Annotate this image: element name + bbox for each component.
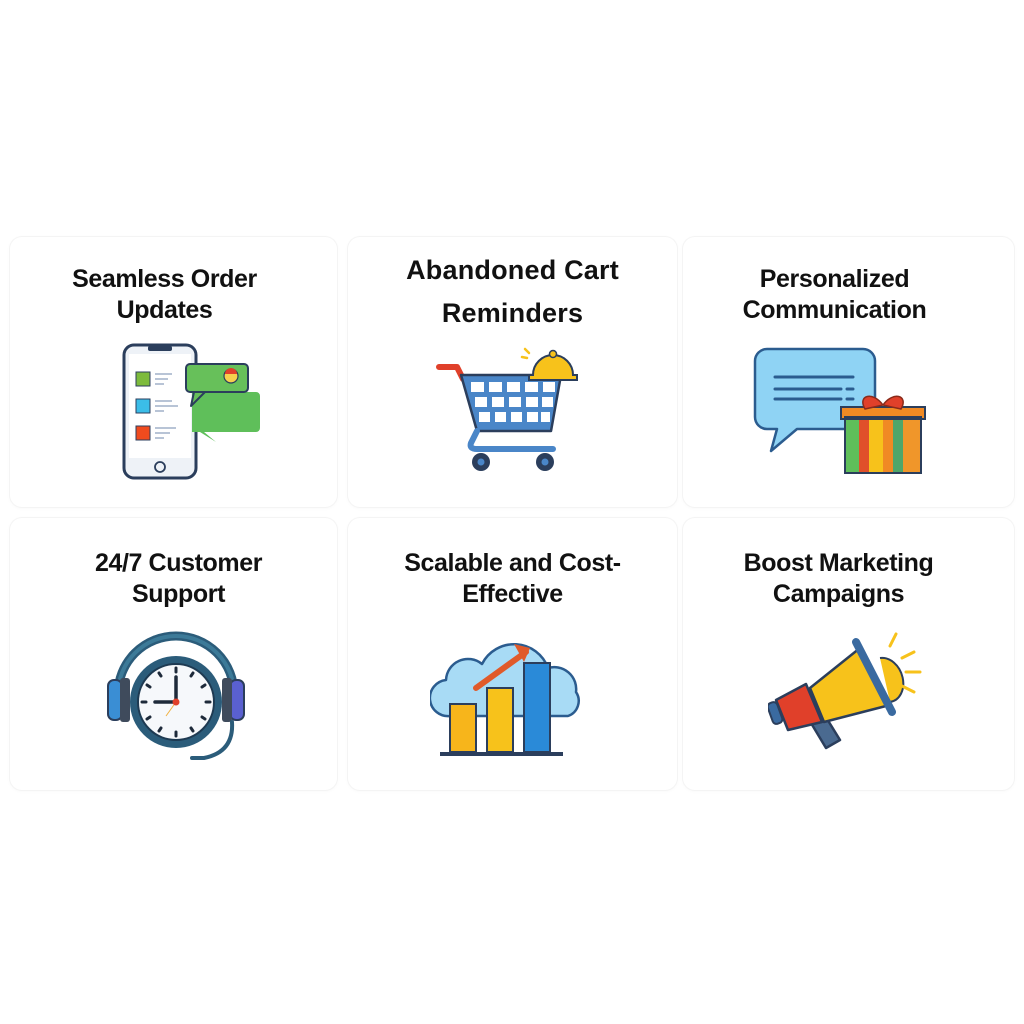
feature-card-seamless-order-updates: Seamless Order Updates	[10, 237, 337, 507]
feature-title: Abandoned Cart Reminders	[406, 255, 619, 328]
shopping-cart-bell-icon	[433, 335, 583, 483]
feature-title: Scalable and Cost- Effective	[404, 549, 621, 608]
feature-title: Personalized Communication	[742, 265, 927, 324]
feature-title: 24/7 Customer Support	[94, 549, 263, 608]
feature-title: Seamless Order Updates	[72, 265, 257, 324]
feature-card-24-7-customer-support: 24/7 Customer Support	[10, 518, 337, 790]
feature-card-personalized-communication: Personalized Communication	[683, 237, 1014, 507]
feature-card-abandoned-cart-reminders: Abandoned Cart Reminders	[348, 237, 677, 507]
megaphone-icon	[768, 626, 928, 756]
feature-title: Boost Marketing Campaigns	[743, 549, 934, 608]
clock-headset-icon	[106, 622, 246, 764]
phone-chat-icon	[120, 342, 265, 482]
feature-card-boost-marketing-campaigns: Boost Marketing Campaigns	[683, 518, 1014, 790]
feature-card-scalable-cost-effective: Scalable and Cost- Effective	[348, 518, 677, 790]
chat-gift-icon	[753, 347, 928, 477]
cloud-growth-chart-icon	[430, 630, 595, 760]
